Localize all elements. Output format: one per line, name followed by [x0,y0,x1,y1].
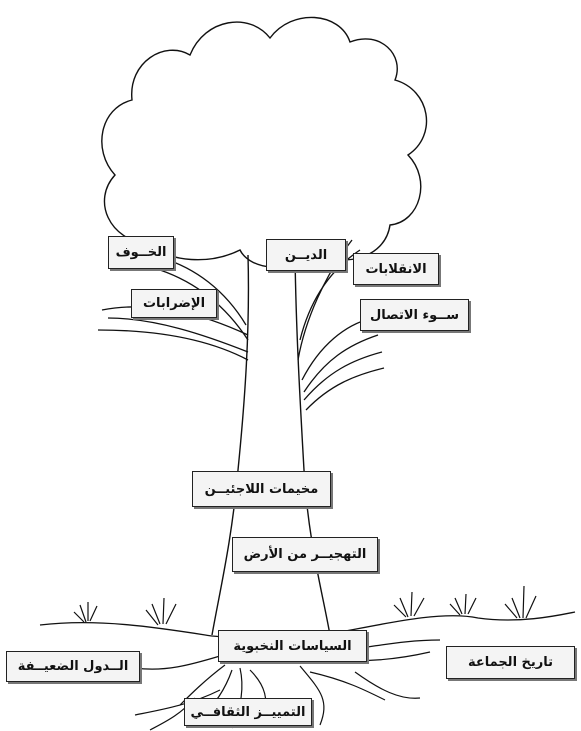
label-religion: الديــن [266,239,346,271]
tree-trunk [211,254,250,636]
label-refugee-camps: مخيمات اللاجئيــن [192,471,331,507]
label-coups: الانقلابات [353,253,439,285]
label-weak-states: الــدول الضعيــفة [6,651,140,682]
label-elite-policies: السياسات النخبوية [218,630,367,662]
label-fear: الخــوف [108,236,174,269]
grass-tufts [73,585,537,626]
label-cultural-discrimination: التمييــز الثقافــي [184,698,312,726]
tree-canopy [101,16,428,268]
label-strikes: الإضرابات [131,289,217,318]
label-land-displacement: التهجيــر من الأرض [232,537,378,572]
tree-trunk-right [294,254,331,636]
label-poor-communication: ســوء الاتصال [360,299,469,331]
label-group-history: تاريخ الجماعة [446,646,575,679]
